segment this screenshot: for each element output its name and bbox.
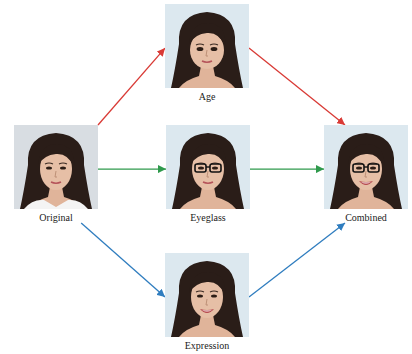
smile <box>200 309 214 313</box>
arrow-connector <box>98 168 166 169</box>
hair-back <box>330 133 402 209</box>
image-caption: Age <box>165 91 249 102</box>
eye <box>197 294 203 297</box>
nose <box>206 50 208 56</box>
shirt <box>24 200 88 209</box>
photo-background <box>324 125 408 209</box>
face-photo <box>165 4 249 88</box>
nose <box>206 299 208 305</box>
eye <box>211 47 218 51</box>
hair-bangs <box>189 23 225 46</box>
eyeglass-lens <box>368 164 379 172</box>
photo-background <box>14 125 98 209</box>
image-node: Combined <box>324 125 408 223</box>
eye <box>197 47 204 51</box>
eye <box>198 166 204 169</box>
image-caption: Combined <box>324 212 408 223</box>
teeth <box>202 310 212 312</box>
image-node: Expression <box>165 253 249 351</box>
hair-bangs <box>38 144 74 167</box>
image-node: Original <box>14 125 98 223</box>
eyeglass-bridge <box>364 166 368 167</box>
smile <box>359 181 373 185</box>
face-photo <box>324 125 408 209</box>
eyebrow <box>196 291 204 292</box>
mouth <box>202 61 212 62</box>
shoulders <box>179 315 235 337</box>
eyebrow <box>210 291 218 292</box>
hair-back <box>20 133 92 209</box>
eyebrow <box>45 163 53 164</box>
hair-bangs <box>189 272 225 295</box>
image-node: Age <box>165 4 249 102</box>
eyebrow <box>59 163 67 164</box>
image-node: Eyeglass <box>166 125 250 223</box>
photo-background <box>166 125 250 209</box>
eyeglass-lens <box>210 164 221 172</box>
nose <box>55 171 57 177</box>
eyebrow <box>210 44 218 45</box>
image-caption: Original <box>14 212 98 223</box>
face-photo <box>166 125 250 209</box>
hair-back <box>172 133 244 209</box>
arrow-connector <box>81 223 165 297</box>
nose <box>365 171 367 177</box>
eye <box>356 166 362 169</box>
shoulders <box>338 187 394 209</box>
face-photo <box>165 253 249 337</box>
teeth <box>361 182 371 184</box>
photo-background <box>165 4 249 88</box>
shoulders <box>179 66 235 88</box>
arrow-connector <box>249 48 345 125</box>
arrow-connector <box>98 48 165 125</box>
eye <box>211 294 217 297</box>
arrow-connector <box>249 223 345 297</box>
shoulders <box>180 187 236 209</box>
image-caption: Eyeglass <box>166 212 250 223</box>
eye <box>60 166 66 169</box>
eyeglass-lens <box>195 164 206 172</box>
photo-background <box>165 253 249 337</box>
nose <box>207 171 209 177</box>
eye <box>212 166 218 169</box>
eye <box>46 166 52 169</box>
eyebrow <box>196 44 204 45</box>
hair-back <box>171 261 243 337</box>
image-caption: Expression <box>165 340 249 351</box>
eye <box>370 166 376 169</box>
hair-back <box>171 12 243 88</box>
arrow-connector <box>250 168 324 169</box>
face-photo <box>14 125 98 209</box>
mouth <box>51 182 61 183</box>
mouth <box>203 182 213 183</box>
eyeglass-bridge <box>206 166 210 167</box>
eyeglass-lens <box>353 164 364 172</box>
